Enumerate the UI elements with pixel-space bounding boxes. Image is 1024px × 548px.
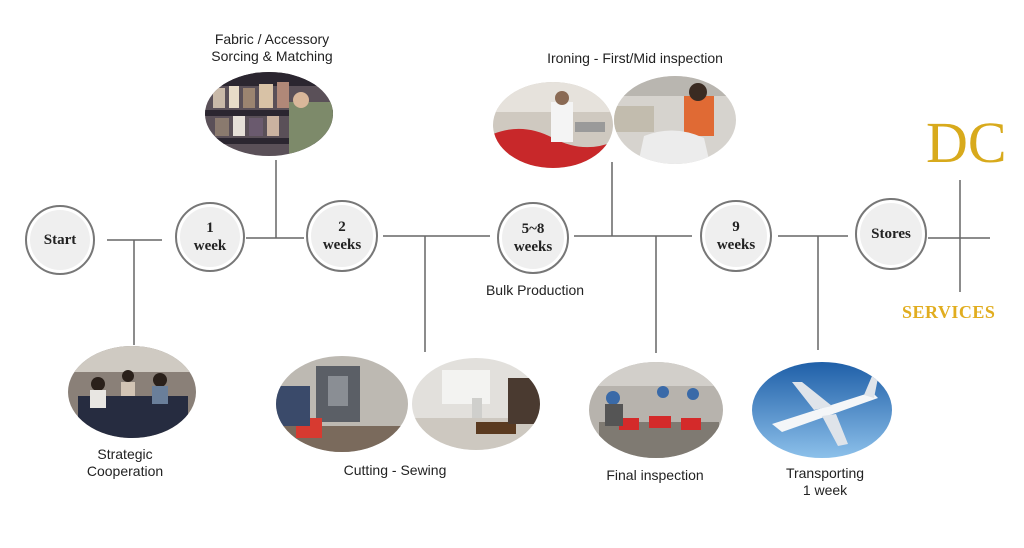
node-week-1-unit: week — [193, 238, 227, 254]
node-week-5-8: 5~8 weeks — [497, 202, 569, 274]
bulk-production-label: Bulk Production — [485, 282, 585, 298]
airplane-photo — [752, 362, 892, 458]
node-stores-label: Stores — [871, 226, 911, 242]
ironing-label: Ironing - First/Mid inspection — [547, 50, 723, 66]
node-week-5-8-unit: weeks — [513, 239, 553, 255]
sewing-machine-photo — [412, 358, 540, 450]
node-week-9-unit: weeks — [716, 237, 756, 253]
node-week-1: 1 week — [175, 202, 245, 272]
inspection-worker-photo — [614, 76, 736, 164]
node-week-1-number: 1 — [206, 220, 214, 236]
final-inspection-label: Final inspection — [606, 467, 704, 483]
node-week-9: 9 weeks — [700, 200, 772, 272]
cutting-machine-photo — [276, 356, 408, 452]
logo-letters: DC — [926, 110, 1004, 175]
final-inspection-photo — [589, 362, 723, 458]
node-week-2-number: 2 — [338, 219, 346, 235]
node-week-5-8-number: 5~8 — [521, 221, 545, 237]
fabric-shelves-photo — [205, 72, 333, 156]
node-start: Start — [25, 205, 95, 275]
ironing-worker-photo — [493, 82, 613, 168]
node-week-9-number: 9 — [732, 219, 740, 235]
services-tagline: SERVICES — [902, 302, 996, 322]
factory-workers-photo — [68, 346, 196, 438]
node-stores: Stores — [855, 198, 927, 270]
cutting-sewing-label: Cutting - Sewing — [343, 462, 447, 478]
node-week-2: 2 weeks — [306, 200, 378, 272]
node-start-label: Start — [43, 232, 77, 248]
node-week-2-unit: weeks — [322, 237, 362, 253]
dc-logo: DC — [924, 106, 1007, 176]
